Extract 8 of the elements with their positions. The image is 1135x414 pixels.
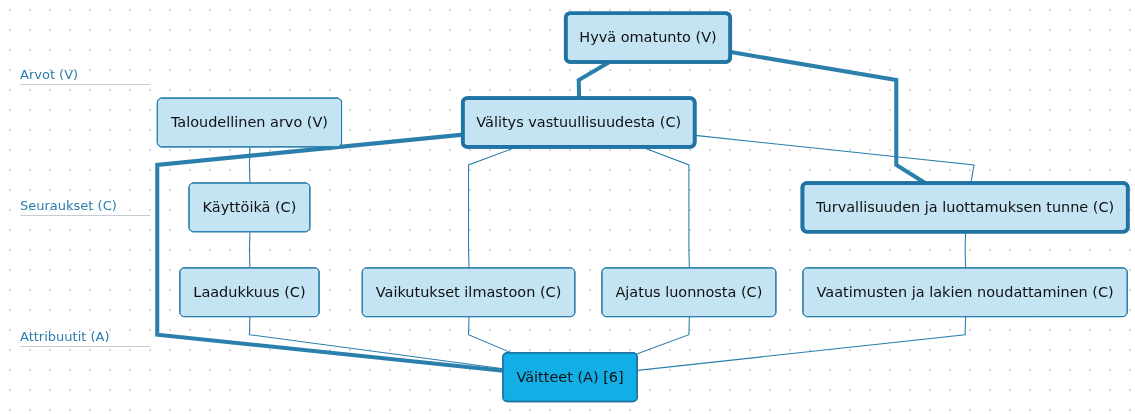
connector [248, 231, 251, 269]
level-label: Seuraukset (C) [20, 198, 150, 216]
connector [248, 146, 251, 184]
connector [635, 316, 690, 355]
connector [637, 316, 967, 371]
level-label: Attribuutit (A) [20, 329, 150, 348]
connector [964, 231, 967, 269]
level-label: Arvot (V) [20, 66, 150, 85]
